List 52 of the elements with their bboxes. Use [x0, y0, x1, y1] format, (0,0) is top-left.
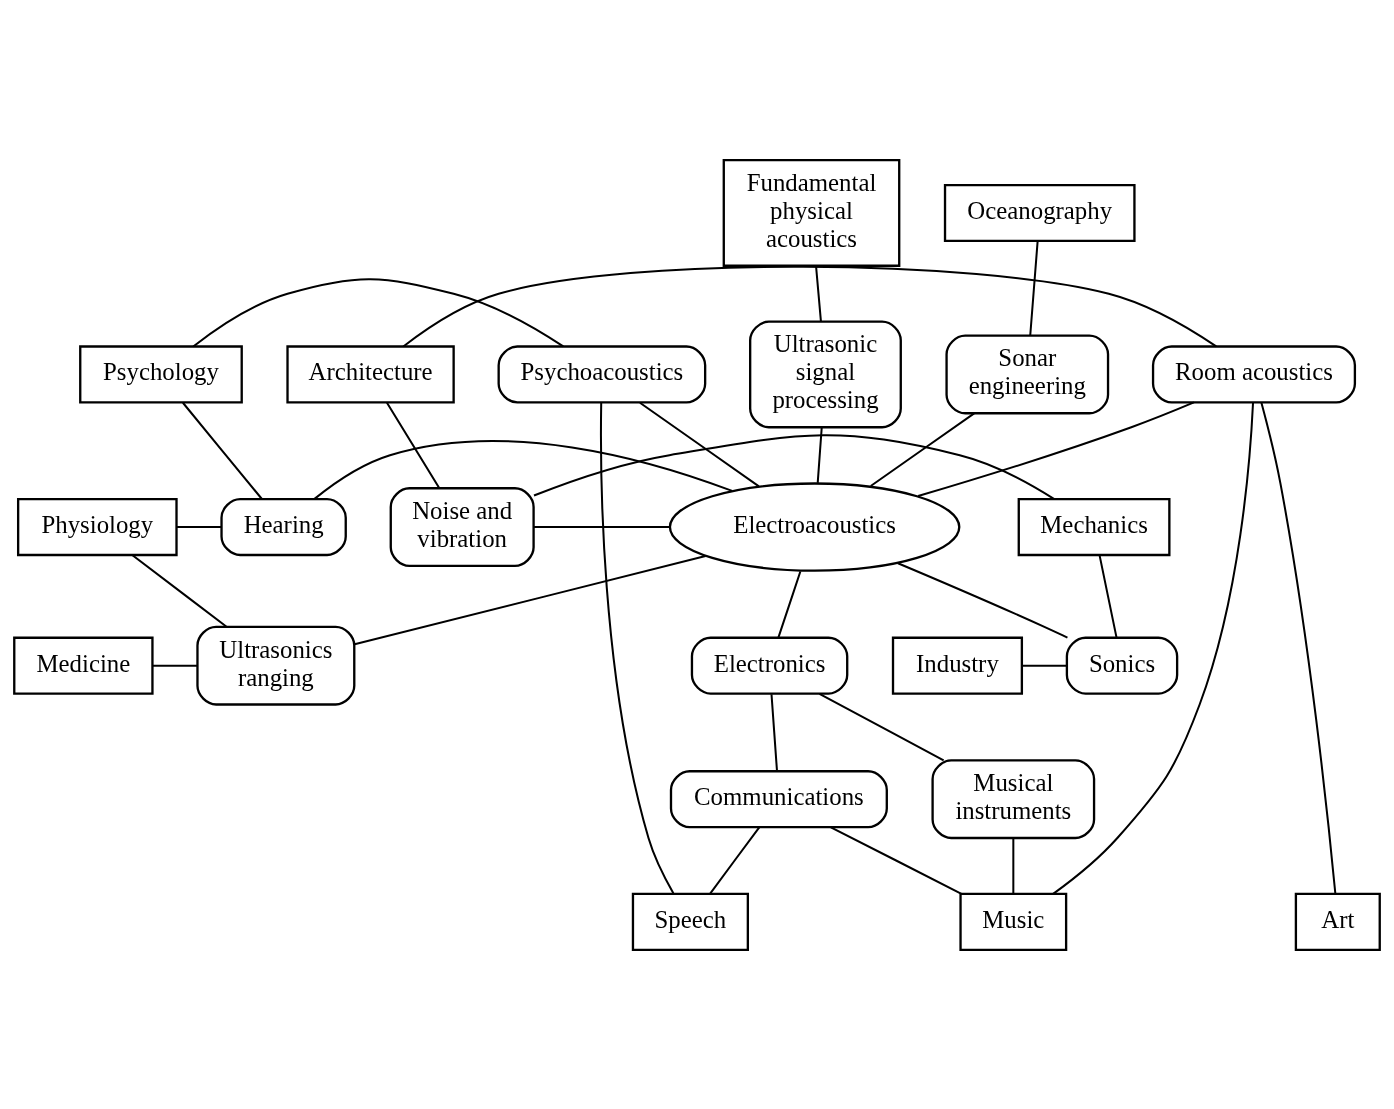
- node-box: Art: [1294, 892, 1381, 951]
- node-box: Architecture: [286, 344, 455, 404]
- connector: [777, 570, 802, 638]
- connector: [386, 401, 440, 488]
- connector: [176, 525, 222, 528]
- node-box: Psychoacoustics: [497, 344, 707, 404]
- connector: [770, 693, 778, 771]
- connector: [815, 265, 822, 321]
- connector: [152, 664, 198, 667]
- connector: [870, 412, 975, 487]
- node-box: Sonics: [1065, 636, 1179, 695]
- node-box: Communications: [669, 769, 888, 828]
- node-box: Sonar engineering: [945, 334, 1110, 414]
- connector: [1022, 664, 1067, 667]
- connector: [1260, 401, 1337, 894]
- connector: [533, 433, 1055, 500]
- node-box: Ultrasonics ranging: [196, 625, 356, 706]
- connector: [313, 439, 733, 500]
- connector: [1098, 554, 1118, 638]
- connector: [192, 277, 564, 347]
- connector: [897, 561, 1068, 638]
- connector: [1052, 401, 1255, 895]
- node-box: Mechanics: [1017, 497, 1171, 556]
- node-box: Psychology: [79, 344, 243, 404]
- node-box: Ultrasonic signal processing: [749, 320, 902, 428]
- connector: [1012, 838, 1015, 893]
- node-box: Industry: [891, 636, 1024, 695]
- connector: [131, 553, 227, 627]
- connector: [917, 401, 1195, 497]
- connector: [600, 402, 675, 894]
- connector: [830, 825, 962, 895]
- connector: [709, 826, 761, 894]
- node-ellipse: Electroacoustics: [668, 481, 961, 572]
- connector: [639, 401, 760, 487]
- connector: [819, 692, 945, 761]
- node-box: Fundamental physical acoustics: [722, 158, 901, 267]
- node-box: Electronics: [690, 636, 849, 695]
- node-box: Physiology: [17, 497, 178, 556]
- connector: [533, 525, 670, 528]
- node-box: Oceanography: [943, 183, 1136, 242]
- node-box: Music: [959, 892, 1068, 951]
- connector: [1029, 240, 1039, 335]
- node-box: Room acoustics: [1151, 344, 1357, 404]
- node-box: Medicine: [13, 636, 154, 695]
- node-box: Musical instruments: [931, 758, 1096, 839]
- connector: [354, 554, 706, 645]
- node-box: Hearing: [220, 497, 347, 556]
- node-box: Speech: [631, 892, 749, 951]
- connector: [816, 426, 823, 483]
- connector: [402, 265, 1217, 347]
- node-box: Noise and vibration: [389, 486, 535, 567]
- connector: [182, 401, 263, 500]
